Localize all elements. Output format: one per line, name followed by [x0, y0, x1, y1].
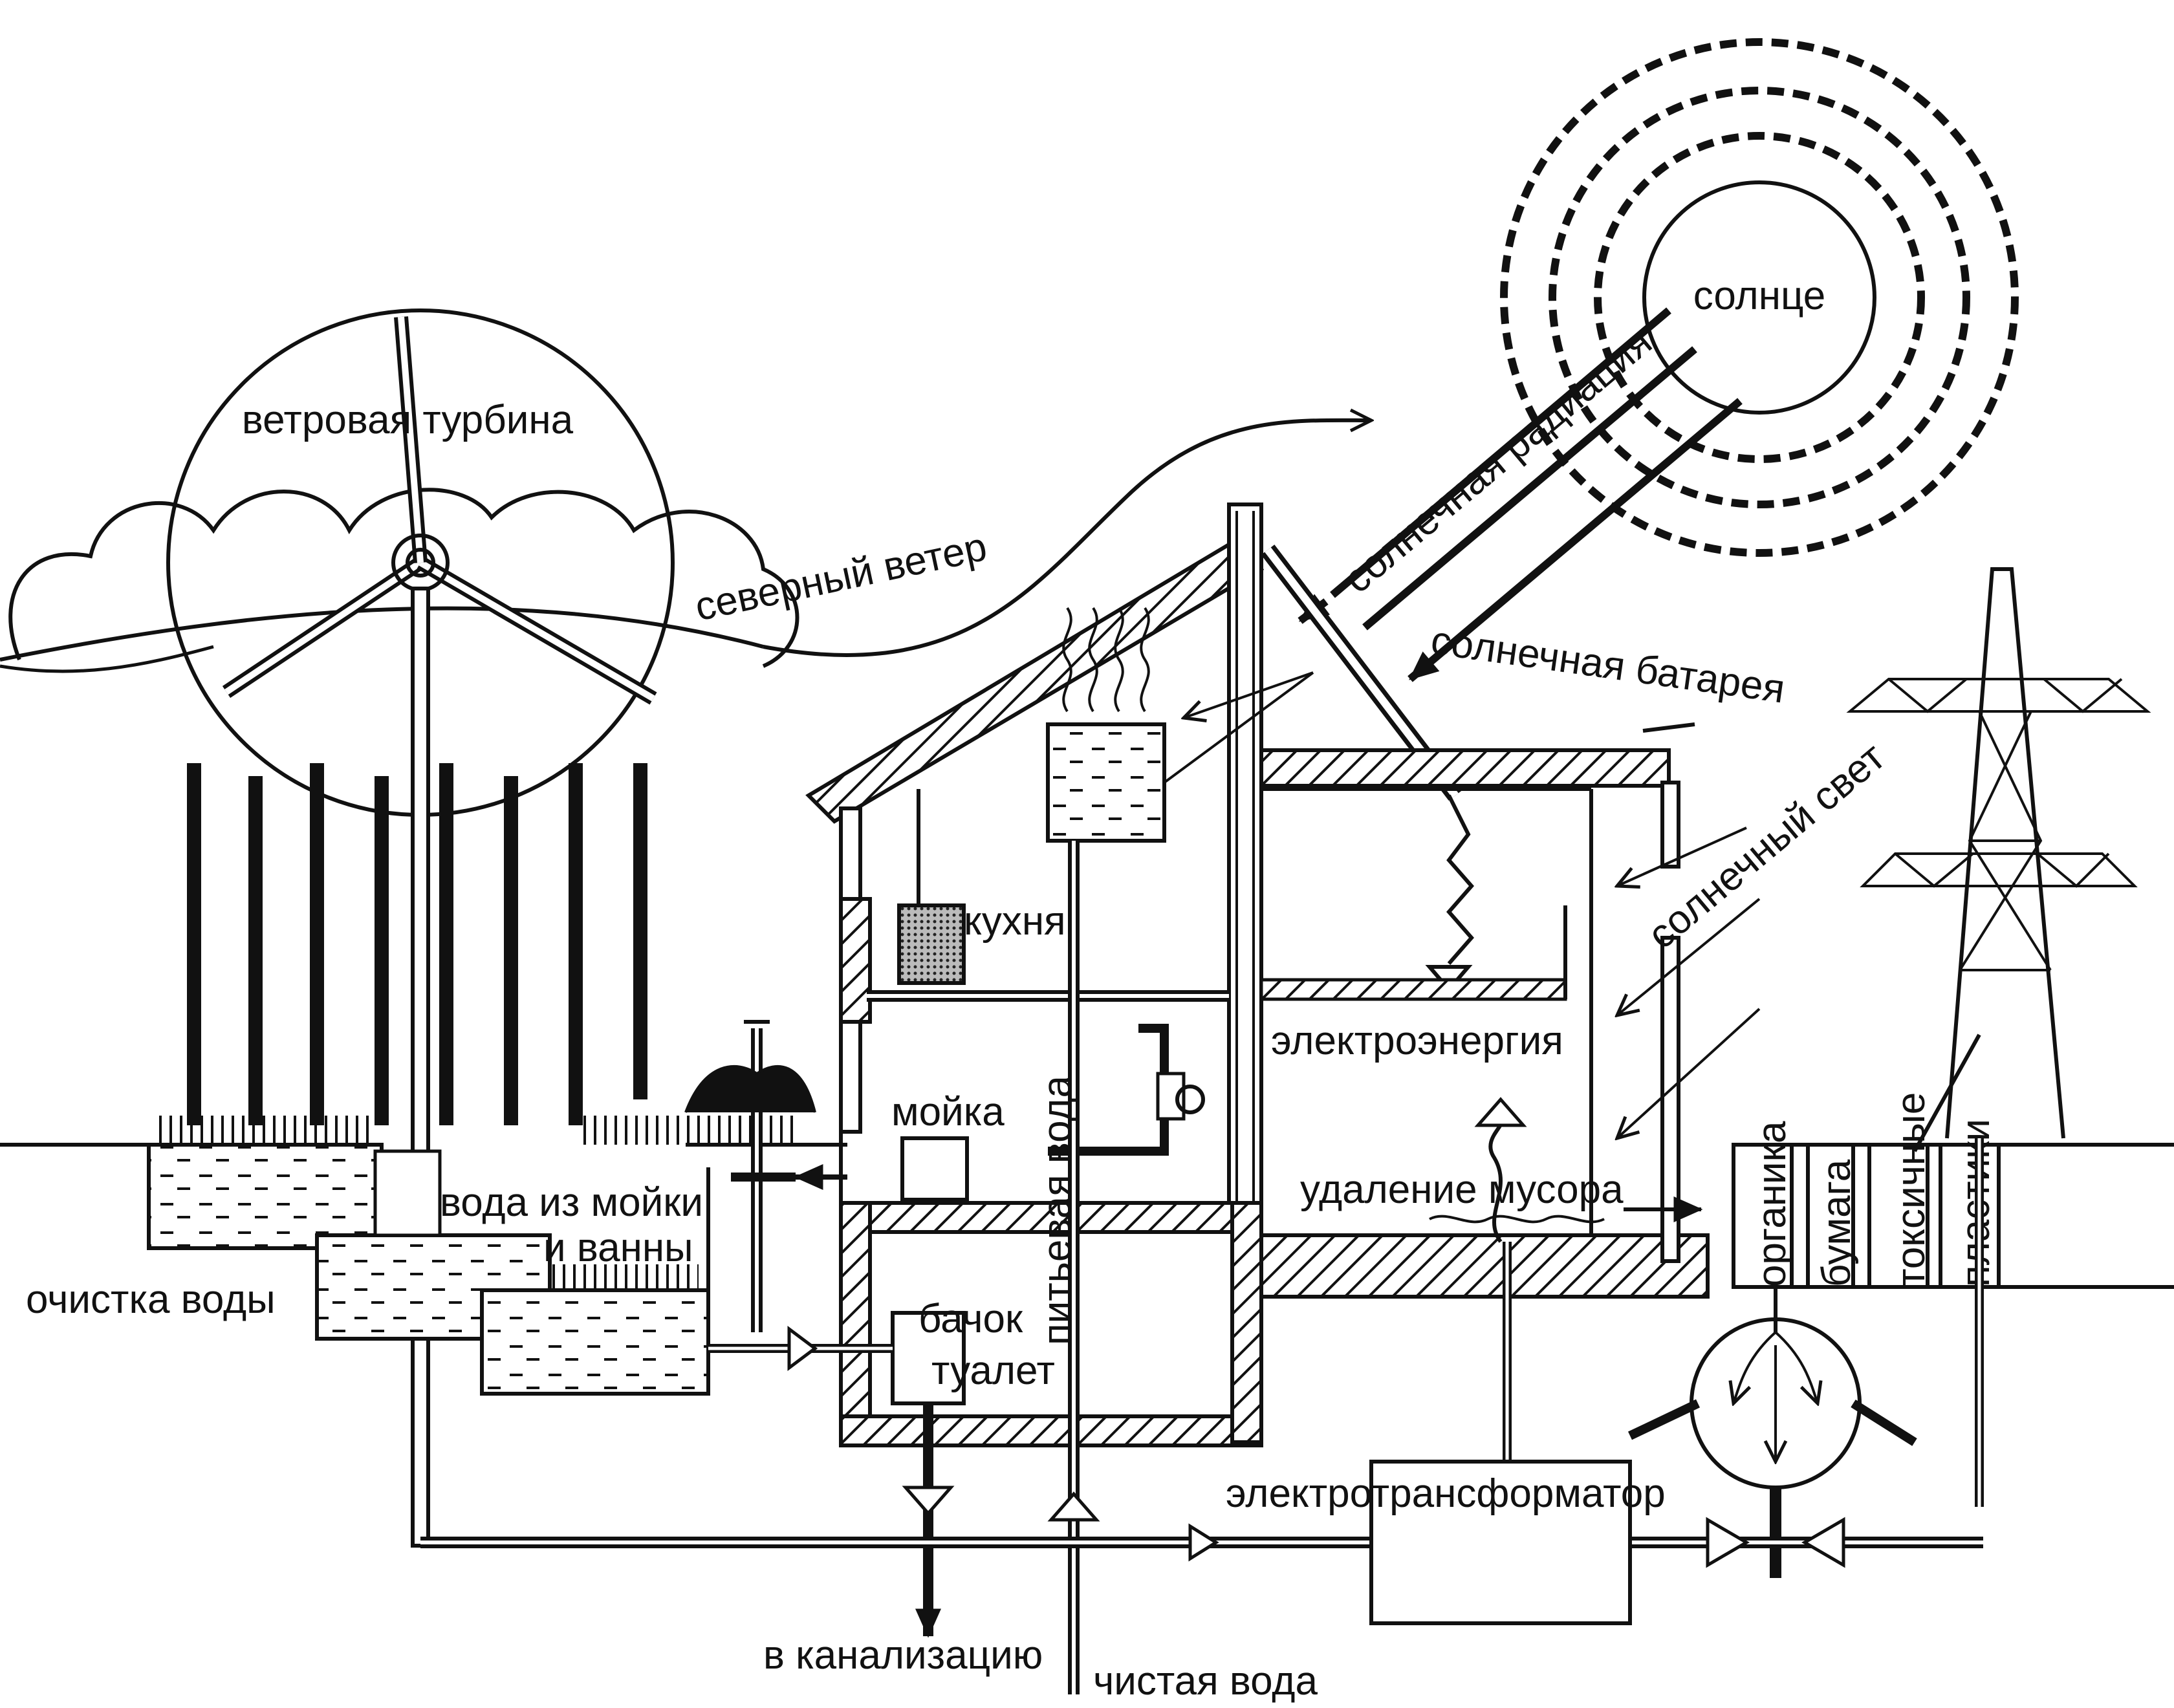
- grey-water-label-2: и ванны: [543, 1226, 693, 1270]
- sink-label: мойка: [891, 1090, 1005, 1134]
- kitchen-stove: [897, 903, 966, 985]
- wind-turbine: ветровая турбина: [0, 308, 799, 1548]
- transformer-label: электротрансформатор: [1226, 1471, 1666, 1516]
- waste-removal-label: удаление мусора: [1300, 1167, 1624, 1212]
- wind-turbine-label: ветровая турбина: [242, 398, 574, 442]
- electricity-label: электроэнергия: [1271, 1019, 1563, 1063]
- paper-label: бумага: [1814, 1159, 1859, 1287]
- to-sewer-label: в канализацию: [763, 1633, 1043, 1678]
- water-treatment-label: очистка воды: [26, 1277, 276, 1322]
- water-treatment: очистка воды вода из мойки и ванны: [26, 1020, 816, 1396]
- clean-water-label: чистая вода: [1093, 1659, 1318, 1703]
- sun-group: солнце: [1500, 38, 2019, 557]
- waste-bins: органика бумага токсичные пластики: [1627, 1092, 2001, 1578]
- drinking-water-label: питьевая вода: [1035, 1076, 1080, 1345]
- organics-label: органика: [1750, 1121, 1794, 1287]
- power-pylon: [1846, 567, 2151, 1507]
- grey-water-label-1: вода из мойки: [440, 1180, 703, 1225]
- sun-ring-1: [1594, 132, 1925, 463]
- house: кухня мойка питьевая вода бачок туалет в…: [708, 503, 1710, 1703]
- solar-radiation-label: солнечная радиация: [1336, 319, 1660, 602]
- toxic-label: токсичные: [1889, 1092, 1933, 1287]
- sun-label: солнце: [1693, 274, 1826, 318]
- sink: [900, 1136, 969, 1202]
- toilet-label: туалет: [931, 1348, 1055, 1393]
- tank-label: бачок: [919, 1297, 1023, 1341]
- sun-disk: [1642, 180, 1876, 415]
- north-wind-label: северный ветер: [691, 524, 991, 630]
- power-pipeline: электротрансформатор: [420, 1460, 1983, 1625]
- sun-ring-2: [1549, 87, 1970, 508]
- electric-transformer: [1369, 1460, 1632, 1625]
- solar-battery-label: солнечная батарея: [1428, 618, 1788, 712]
- north-wind: северный ветер: [691, 420, 1371, 657]
- sunlight-arrows: солнечный свет: [1617, 735, 1893, 1138]
- hot-water-tank: [1046, 722, 1166, 843]
- kitchen-label: кухня: [964, 899, 1066, 944]
- solar-radiation-beams: солнечная радиация: [1298, 307, 1743, 682]
- sun-ring-3: [1500, 38, 2019, 557]
